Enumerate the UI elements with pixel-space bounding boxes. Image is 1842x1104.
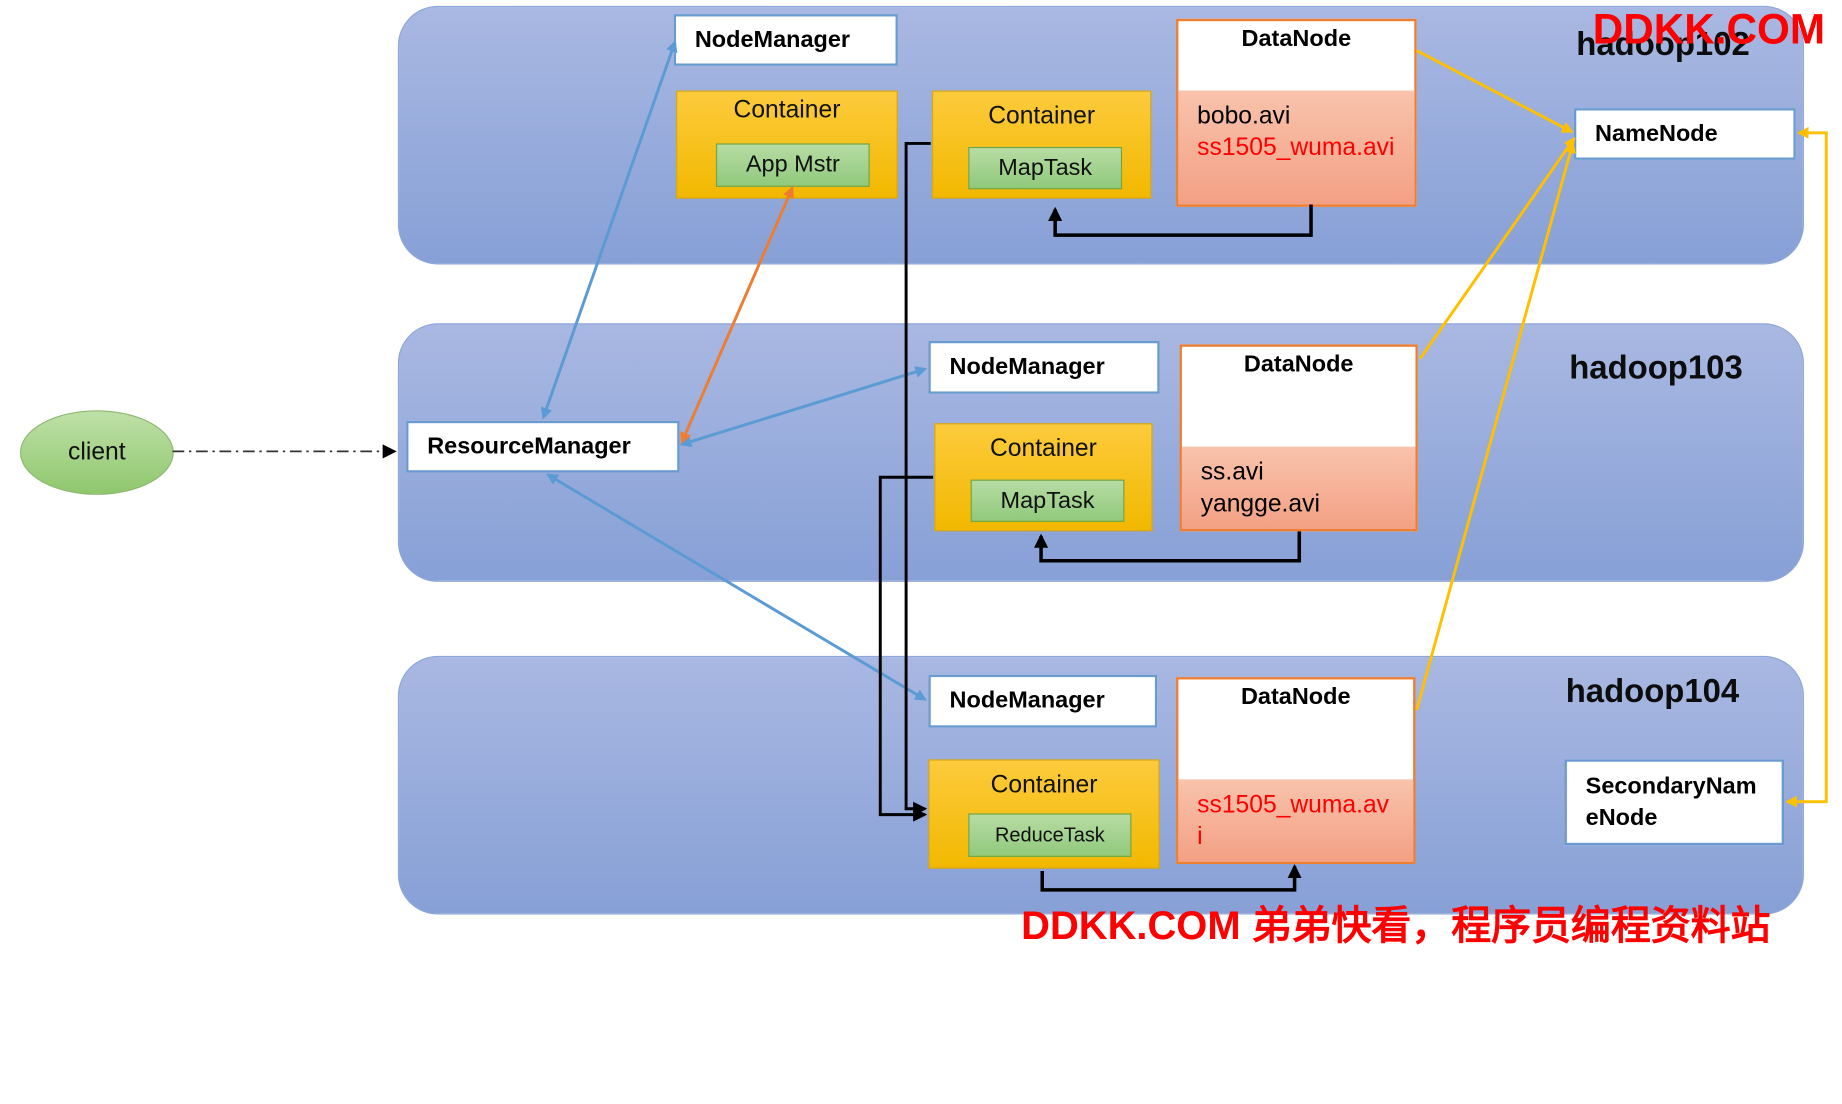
resource-manager-box: ResourceManager [406, 420, 680, 473]
app-master-task: App Mstr [715, 143, 870, 187]
datanode-files-hadoop103: ss.avi yangge.avi [1181, 446, 1416, 529]
node-manager-hadoop103: NodeManager [928, 340, 1160, 394]
datanode-files-hadoop102: bobo.avi ss1505_wuma.avi [1178, 90, 1415, 205]
node-manager-label: NodeManager [694, 26, 851, 53]
node-manager-label: NodeManager [949, 353, 1105, 380]
client-label: client [68, 438, 126, 466]
datanode103-maptask-arrow [1034, 531, 1302, 563]
name-node-box: NameNode [1573, 108, 1796, 160]
datanode-hadoop104: DataNode ss1505_wuma.avi [1176, 677, 1416, 864]
container-app-master: Container App Mstr [676, 90, 898, 199]
maptask-hadoop103: MapTask [970, 479, 1125, 522]
container-label: Container [989, 434, 1097, 462]
datanode-hadoop103: DataNode ss.avi yangge.avi [1179, 344, 1418, 532]
file-bobo: bobo.avi [1197, 102, 1291, 130]
app-master-label: App Mstr [745, 151, 840, 178]
file-ss: ss.avi [1200, 458, 1264, 486]
resource-manager-label: ResourceManager [427, 433, 631, 460]
watermark-bottom: DDKK.COM 弟弟快看，程序员编程资料站 [1021, 903, 1771, 949]
rm-app-master-arrow [680, 185, 794, 445]
container-label: Container [733, 96, 841, 124]
namenode-secondary-arrow [1785, 126, 1828, 808]
host-label-hadoop102: hadoop102 [1576, 25, 1750, 63]
reducetask-hadoop104: ReduceTask [968, 813, 1132, 857]
node-manager-hadoop102: NodeManager [673, 14, 898, 66]
datanode102-namenode-arrow [1415, 49, 1574, 133]
container-label: Container [988, 102, 1096, 130]
maptask-label: MapTask [1000, 487, 1095, 514]
rm-nm-hadoop103-arrow [679, 366, 928, 448]
secondary-name-node-label: SecondaryNameNode [1585, 772, 1757, 831]
datanode-files-hadoop104: ss1505_wuma.avi [1178, 779, 1414, 862]
rm-nm-hadoop104-arrow [546, 473, 927, 701]
node-manager-hadoop104: NodeManager [928, 674, 1158, 728]
client-node: client [19, 410, 174, 495]
connector-layer [172, 40, 1828, 892]
rm-nm-hadoop102-arrow [540, 40, 678, 420]
datanode104-namenode-arrow [1415, 141, 1576, 711]
datanode-hadoop102: DataNode bobo.avi ss1505_wuma.avi [1176, 18, 1417, 207]
maptask-label: MapTask [998, 154, 1093, 181]
maptask103-reducetask-arrow [878, 475, 934, 822]
datanode103-namenode-arrow [1418, 136, 1576, 360]
name-node-label: NameNode [1595, 120, 1718, 147]
reducetask-datanode104-arrow [1040, 863, 1302, 892]
container-reducetask: Container ReduceTask [928, 759, 1160, 869]
datanode-label: DataNode [1243, 351, 1354, 378]
host-label-hadoop103: hadoop103 [1569, 349, 1743, 386]
file-ss1505-wuma: ss1505_wuma.avi [1197, 791, 1390, 850]
maptask-hadoop102: MapTask [968, 146, 1123, 190]
host-label-hadoop104: hadoop104 [1565, 672, 1740, 709]
container-maptask-hadoop102: Container MapTask [931, 90, 1152, 199]
file-ss1505-wuma: ss1505_wuma.avi [1197, 134, 1395, 162]
datanode-label: DataNode [1241, 25, 1352, 52]
datanode-label: DataNode [1240, 684, 1351, 711]
file-yangge: yangge.avi [1200, 490, 1320, 518]
node-manager-label: NodeManager [949, 687, 1105, 714]
watermark-top: DDKK.COM [1592, 4, 1826, 53]
container-label: Container [990, 771, 1098, 799]
reducetask-label: ReduceTask [994, 823, 1105, 846]
datanode102-maptask-arrow [1048, 204, 1313, 237]
secondary-name-node-box: SecondaryNameNode [1564, 759, 1785, 846]
container-maptask-hadoop103: Container MapTask [934, 423, 1153, 532]
